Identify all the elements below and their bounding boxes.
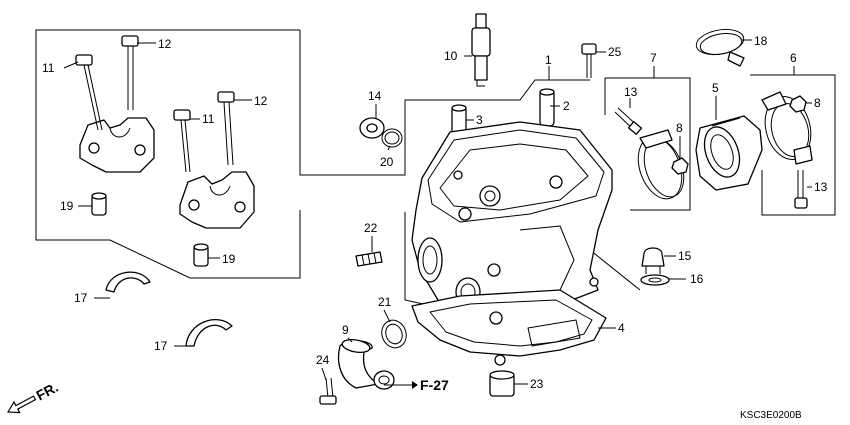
- nut-8-band: [671, 157, 689, 175]
- bolt-12-lower: [217, 91, 235, 166]
- label-19-upper: 19: [60, 199, 74, 213]
- bolt-11-lower: [173, 109, 191, 173]
- cylinder-head-1: [411, 121, 613, 319]
- label-20: 20: [380, 155, 394, 169]
- hose-joint-9: [337, 338, 395, 390]
- label-4: 4: [618, 321, 625, 335]
- camshaft-holder-group-outline: [35, 29, 590, 279]
- label-24: 24: [316, 353, 330, 367]
- label-8-insulator: 8: [814, 96, 821, 110]
- label-13-band: 13: [624, 85, 638, 99]
- o-ring-20: [381, 128, 403, 148]
- diagram-code: KSC3E0200B: [740, 410, 802, 421]
- bolt-25: [581, 43, 597, 78]
- label-17-upper: 17: [74, 291, 88, 305]
- label-10: 10: [444, 49, 458, 63]
- front-direction-arrow: FR.: [6, 379, 61, 414]
- label-8-band: 8: [676, 121, 683, 135]
- label-11-lower: 11: [202, 112, 215, 126]
- label-1: 1: [545, 53, 552, 67]
- label-21: 21: [378, 295, 392, 309]
- gasket-4: [411, 289, 607, 366]
- label-18: 18: [754, 34, 768, 48]
- dowel-23: [489, 370, 515, 397]
- front-label: FR.: [33, 379, 60, 404]
- valve-guide-2: [539, 88, 555, 127]
- spark-plug-10: [471, 13, 491, 87]
- camshaft-holder-lower-left: [179, 171, 255, 229]
- label-2: 2: [563, 99, 570, 113]
- label-14: 14: [368, 89, 382, 103]
- label-17-lower: 17: [154, 339, 168, 353]
- label-7: 7: [650, 51, 657, 65]
- label-13-insulator: 13: [814, 180, 828, 194]
- label-25: 25: [608, 45, 622, 59]
- label-16: 16: [690, 272, 704, 286]
- label-9: 9: [342, 323, 349, 337]
- reference-label: F-27: [420, 377, 449, 393]
- label-5: 5: [712, 81, 719, 95]
- plug-17-upper: [105, 271, 151, 293]
- dowel-19-lower: [193, 243, 209, 267]
- label-12-lower: 12: [254, 94, 268, 108]
- stud-22: [355, 251, 383, 267]
- label-15: 15: [678, 249, 692, 263]
- bolt-13-band: [614, 107, 643, 135]
- dowel-19-upper: [91, 192, 107, 216]
- bolt-13-insulator: [794, 170, 808, 209]
- label-6: 6: [790, 51, 797, 65]
- plug-17-lower: [185, 318, 233, 347]
- washer-16: [640, 274, 670, 286]
- o-ring-21: [381, 319, 407, 349]
- label-12-upper: 12: [158, 37, 172, 51]
- nut-8-insulator: [789, 95, 807, 113]
- bolt-24: [319, 377, 337, 405]
- part-labels: 11 12 11 12 19 19 17 17 22 14 20 10 1 2 …: [42, 34, 828, 391]
- bolt-11-upper: [75, 54, 103, 131]
- leader-lines: [63, 39, 812, 386]
- band-7: [637, 129, 685, 200]
- camshaft-holder-upper-left: [79, 117, 155, 173]
- bolt-12-upper: [121, 35, 139, 110]
- washer-14: [359, 117, 385, 139]
- cap-nut-15: [641, 247, 665, 274]
- label-19-lower: 19: [222, 252, 236, 266]
- insulator-5: [695, 115, 763, 191]
- band-18: [695, 28, 745, 67]
- label-22: 22: [364, 221, 378, 235]
- label-3: 3: [476, 113, 483, 127]
- label-11-upper: 11: [42, 61, 55, 75]
- insulator-band-6: [761, 91, 813, 165]
- label-23: 23: [530, 377, 544, 391]
- band-group-outline: [604, 77, 691, 211]
- reference-f27: F-27: [412, 377, 449, 393]
- insulator-group-outline: [750, 74, 836, 216]
